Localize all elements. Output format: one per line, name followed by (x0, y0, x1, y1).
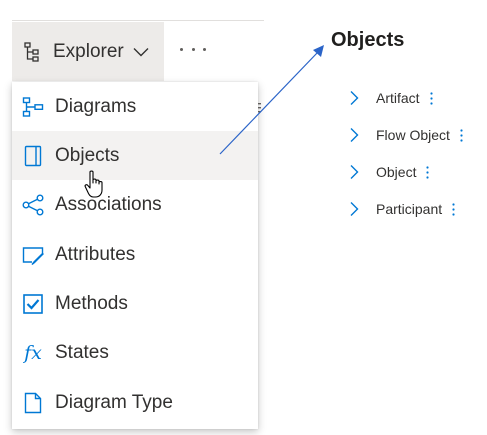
chevron-right-icon[interactable] (349, 201, 359, 217)
object-item-object[interactable]: Object (349, 161, 430, 183)
more-vertical-icon[interactable] (452, 202, 455, 216)
menu-item-label: Methods (55, 292, 128, 314)
menu-item-states[interactable]: fx States (12, 328, 258, 377)
document-icon (22, 392, 44, 414)
more-vertical-icon[interactable] (426, 165, 430, 179)
menu-item-label: States (55, 341, 109, 363)
more-options-button[interactable] (180, 38, 206, 60)
checkbox-checked-icon (22, 293, 44, 315)
menu-item-objects[interactable]: Objects (12, 131, 258, 180)
associations-icon (22, 194, 44, 216)
object-item-label: Object (376, 164, 417, 180)
menu-item-methods[interactable]: Methods (12, 279, 258, 328)
menu-item-label: Objects (55, 144, 120, 166)
explorer-button[interactable]: Explorer (12, 22, 164, 81)
object-item-label: Artifact (376, 90, 420, 106)
object-item-artifact[interactable]: Artifact (349, 87, 433, 109)
ellipsis-icon (180, 47, 183, 51)
menu-item-label: Diagram Type (55, 391, 173, 413)
menu-item-label: Associations (55, 193, 162, 215)
object-icon (22, 145, 44, 167)
menu-item-associations[interactable]: Associations (12, 180, 258, 229)
chevron-down-icon (133, 47, 149, 56)
menu-item-label: Attributes (55, 243, 136, 265)
more-vertical-icon[interactable] (460, 128, 463, 142)
ellipsis-icon (203, 47, 206, 51)
object-item-label: Participant (376, 201, 443, 217)
fx-icon: fx (24, 341, 42, 364)
scroll-marker (258, 102, 261, 114)
tree-hierarchy-icon (24, 41, 39, 62)
more-vertical-icon[interactable] (429, 91, 433, 105)
panel-title: Objects (331, 29, 405, 51)
menu-item-attributes[interactable]: Attributes (12, 230, 258, 279)
hand-cursor-icon (84, 170, 103, 198)
explorer-dropdown-menu: Diagrams Objects Associations (12, 82, 258, 429)
menu-item-diagrams[interactable]: Diagrams (12, 82, 258, 131)
ellipsis-icon (191, 47, 195, 51)
menu-item-label: Diagrams (55, 95, 137, 117)
object-item-label: Flow Object (376, 127, 450, 143)
chevron-right-icon[interactable] (349, 90, 359, 106)
toolbar-divider (12, 20, 264, 21)
chevron-right-icon[interactable] (349, 127, 359, 143)
explorer-label: Explorer (53, 40, 124, 62)
attribute-edit-icon (22, 244, 44, 266)
object-item-flow-object[interactable]: Flow Object (349, 124, 463, 146)
object-item-participant[interactable]: Participant (349, 198, 455, 220)
menu-item-diagram-type[interactable]: Diagram Type (12, 378, 258, 427)
diagram-icon (22, 96, 44, 118)
chevron-right-icon[interactable] (349, 164, 359, 180)
